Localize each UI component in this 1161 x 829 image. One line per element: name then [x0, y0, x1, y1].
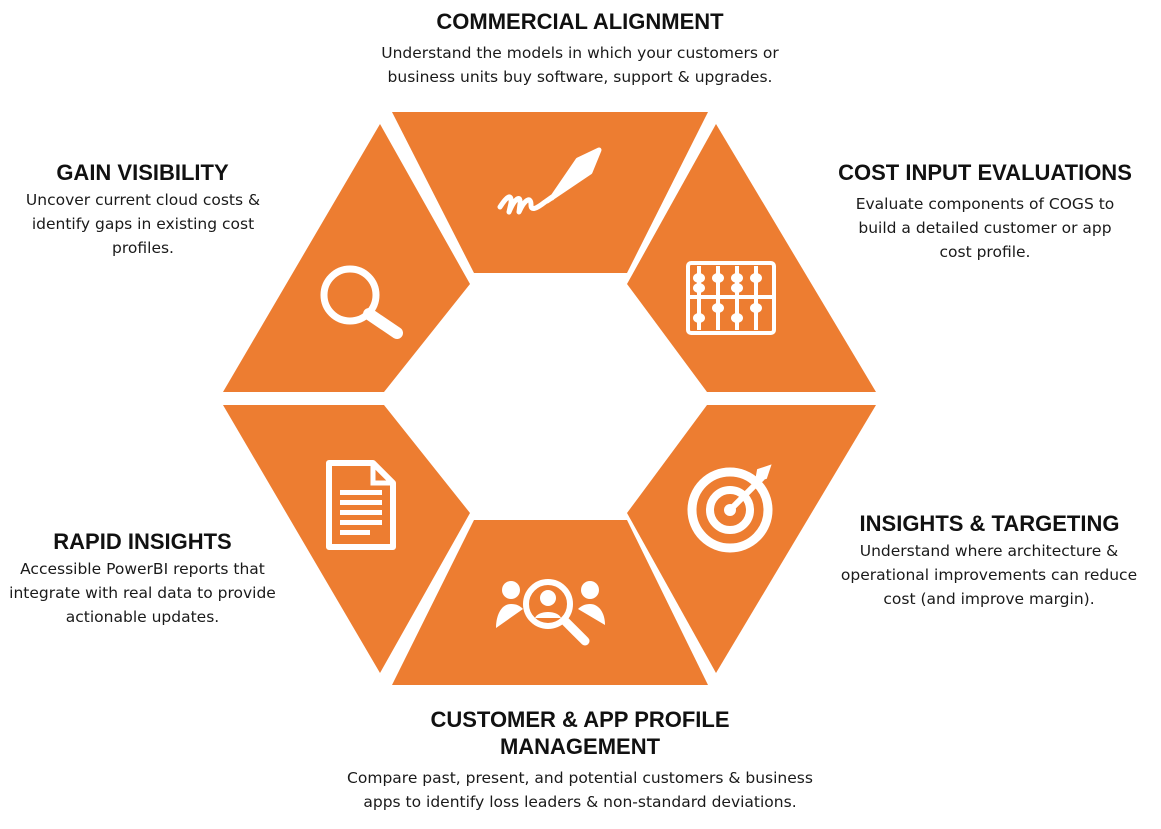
- segment-gain-visibility: [223, 124, 470, 392]
- segment-rapid-insights: [223, 405, 470, 673]
- label-insights-targeting: INSIGHTS & TARGETING Understand where ar…: [822, 510, 1157, 611]
- insights-targeting-description: Understand where architecture & operatio…: [840, 542, 1138, 608]
- people-search-icon: [496, 579, 605, 646]
- commercial-alignment-description: Understand the models in which your cust…: [381, 44, 779, 86]
- rapid-insights-description: Accessible PowerBI reports that integrat…: [9, 560, 276, 626]
- label-commercial-alignment: COMMERCIAL ALIGNMENT Understand the mode…: [330, 8, 830, 89]
- label-customer-app-profile: CUSTOMER & APP PROFILE MANAGEMENT Compar…: [340, 706, 820, 814]
- customer-app-profile-description: Compare past, present, and potential cus…: [347, 769, 813, 811]
- label-gain-visibility: GAIN VISIBILITY Uncover current cloud co…: [0, 159, 285, 260]
- gain-visibility-title: GAIN VISIBILITY: [56, 160, 229, 185]
- cost-input-evaluations-description: Evaluate components of COGS to build a d…: [855, 195, 1115, 261]
- gain-visibility-description: Uncover current cloud costs & identify g…: [25, 191, 261, 257]
- customer-app-profile-title: CUSTOMER & APP PROFILE MANAGEMENT: [430, 707, 730, 759]
- label-cost-input-evaluations: COST INPUT EVALUATIONS Evaluate componen…: [810, 159, 1160, 264]
- cost-input-evaluations-title: COST INPUT EVALUATIONS: [838, 160, 1132, 185]
- commercial-alignment-title: COMMERCIAL ALIGNMENT: [436, 9, 724, 34]
- magnifier-icon: [320, 265, 403, 339]
- rapid-insights-title: RAPID INSIGHTS: [53, 529, 232, 554]
- abacus-icon: [686, 261, 776, 335]
- segment-commercial-alignment: [392, 112, 708, 273]
- document-icon: [326, 460, 396, 550]
- target-icon: [687, 464, 773, 553]
- pen-signature-icon: [497, 147, 602, 215]
- label-rapid-insights: RAPID INSIGHTS Accessible PowerBI report…: [0, 528, 285, 629]
- insights-targeting-title: INSIGHTS & TARGETING: [859, 511, 1120, 536]
